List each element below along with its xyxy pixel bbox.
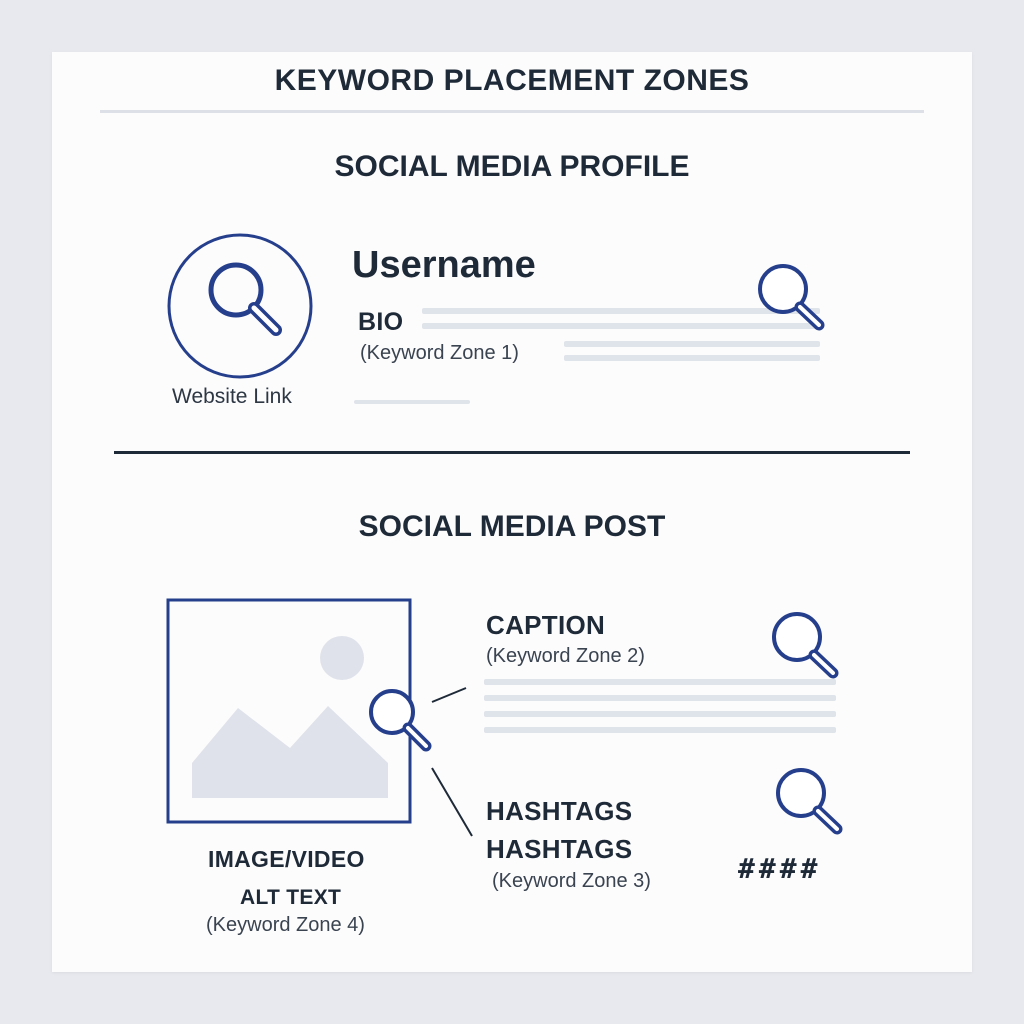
profile-heading: SOCIAL MEDIA PROFILE (334, 150, 690, 183)
hashtags-label-repeat: HASHTAGS (486, 834, 633, 864)
hashtag-symbols: #### (738, 852, 822, 885)
caption-line-1 (484, 679, 836, 685)
bio-line-3 (564, 341, 820, 347)
post-heading: SOCIAL MEDIA POST (358, 510, 666, 543)
diagram-card: KEYWORD PLACEMENT ZONES SOCIAL MEDIA PRO… (52, 52, 972, 972)
website-link-line (354, 400, 470, 404)
caption-label: CAPTION (486, 610, 606, 640)
bio-zone-label: (Keyword Zone 1) (360, 342, 519, 364)
caption-line-4 (484, 727, 836, 733)
caption-line-2 (484, 695, 836, 701)
image-video-label: IMAGE/VIDEO (208, 846, 365, 872)
hashtags-zone-label: (Keyword Zone 3) (492, 870, 651, 892)
connector-lines (431, 687, 473, 837)
bio-line-2 (422, 323, 820, 329)
section-divider (114, 451, 910, 454)
alt-text-zone-label: (Keyword Zone 4) (206, 914, 365, 936)
profile-avatar-search-icon (167, 233, 313, 379)
page-title: KEYWORD PLACEMENT ZONES (274, 64, 750, 97)
caption-zone-label: (Keyword Zone 2) (486, 645, 645, 667)
image-search-icon (369, 689, 432, 752)
alt-text-label: ALT TEXT (240, 886, 342, 909)
bio-line-4 (564, 355, 820, 361)
title-divider (100, 110, 924, 113)
hashtags-search-icon (776, 768, 843, 835)
hashtags-label: HASHTAGS (486, 796, 633, 826)
caption-line-3 (484, 711, 836, 717)
website-link-label: Website Link (172, 385, 292, 408)
username-label: Username (352, 244, 536, 286)
bio-search-icon (758, 264, 825, 331)
bio-line-1 (422, 308, 820, 314)
caption-search-icon (772, 612, 839, 679)
bio-label: BIO (358, 308, 404, 336)
